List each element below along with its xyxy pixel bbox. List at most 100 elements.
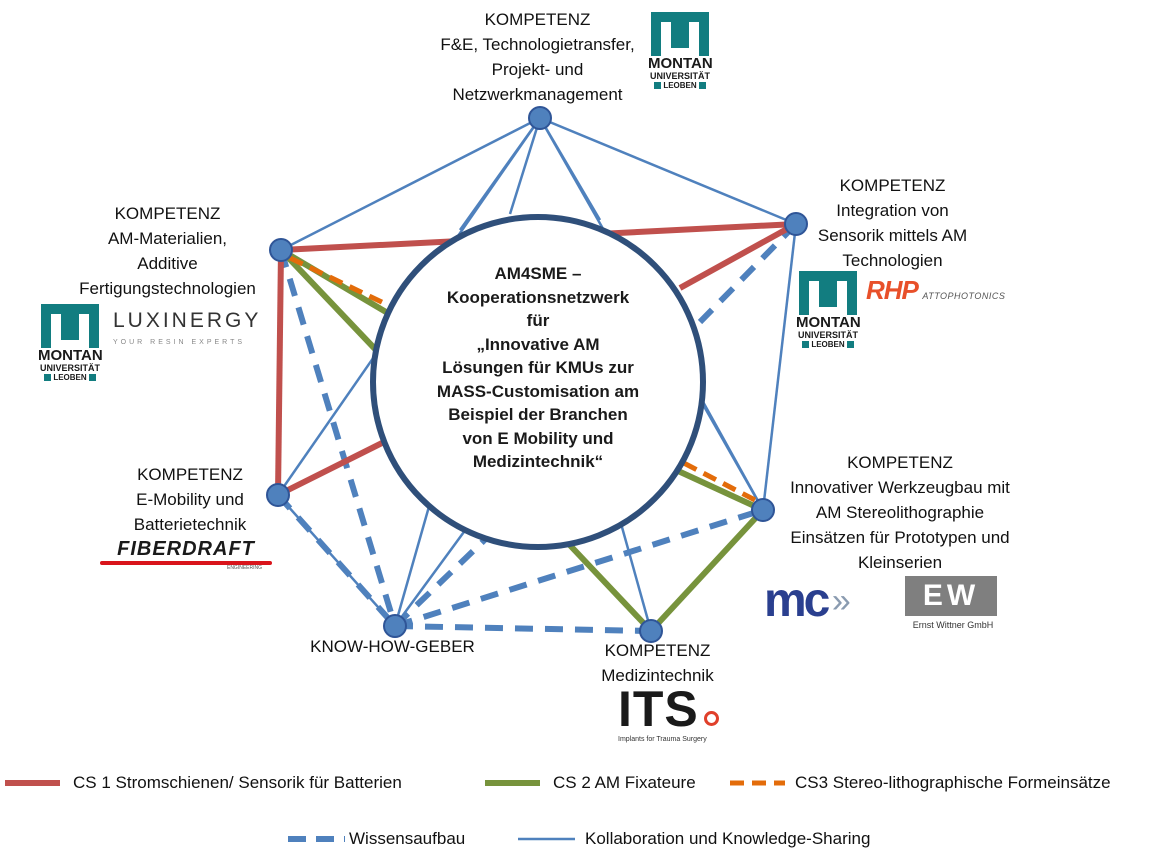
cs3-left-center bbox=[288, 255, 392, 309]
label-left-3: Additive bbox=[137, 254, 198, 273]
label-top-1: KOMPETENZ bbox=[484, 10, 591, 29]
node-right bbox=[784, 212, 808, 236]
dash-know-center bbox=[392, 527, 498, 629]
node-left bbox=[269, 238, 293, 262]
center-line-3: für bbox=[526, 311, 550, 330]
center-title: AM4SME – Kooperationsnetzwerk für „Innov… bbox=[393, 262, 683, 474]
label-right-3: Sensorik mittels AM bbox=[817, 226, 968, 245]
label-right-1: KOMPETENZ bbox=[839, 176, 946, 195]
cs3-lines bbox=[288, 255, 757, 503]
center-line-4: „Innovative AM bbox=[476, 334, 600, 354]
node-emob bbox=[266, 483, 290, 507]
montan-logo-name: MONTAN bbox=[796, 314, 861, 331]
cs1-right-center bbox=[678, 221, 798, 291]
label-top: KOMPETENZ F&E, Technologietransfer, Proj… bbox=[400, 7, 675, 107]
montan-logo-left: MONTAN UNIVERSITÄT LEOBEN bbox=[38, 304, 103, 383]
legend-samples bbox=[5, 780, 785, 842]
label-werkzeug-4: Einsätzen für Prototypen und bbox=[790, 528, 1010, 547]
label-right: KOMPETENZ Integration von Sensorik mitte… bbox=[795, 173, 990, 273]
dash-know-medizin bbox=[394, 623, 652, 634]
ew-sub: Ernst Wittner GmbH bbox=[912, 620, 994, 630]
rhp-logo: RHP ATTOPHOTONICS bbox=[866, 276, 1036, 304]
label-emob: KOMPETENZ E-Mobility und Batterietechnik bbox=[100, 462, 280, 537]
center-circle bbox=[370, 214, 706, 550]
cs2-werkzeug-center bbox=[674, 467, 765, 513]
label-emob-2: E-Mobility und bbox=[136, 490, 244, 509]
label-werkzeug-2: Innovativer Werkzeugbau mit bbox=[790, 478, 1010, 497]
montan-logo-name: MONTAN bbox=[38, 347, 103, 364]
label-werkzeug-1: KOMPETENZ bbox=[847, 453, 953, 472]
label-top-3: Projekt- und bbox=[491, 60, 584, 79]
luxinergy-name: LUXINERGY bbox=[113, 309, 262, 332]
montan-logo-top: MONTAN UNIVERSITÄT LEOBEN bbox=[648, 12, 713, 91]
label-right-2: Integration von bbox=[836, 201, 949, 220]
edge-emob-know bbox=[277, 494, 396, 627]
mc-name: mc bbox=[764, 574, 830, 627]
edge-top-left bbox=[280, 116, 541, 252]
legend-wissen-label: Wissensaufbau bbox=[349, 829, 466, 848]
edge-top-center-3 bbox=[538, 117, 602, 221]
its-dot-icon bbox=[704, 711, 720, 726]
label-medizin-1: KOMPETENZ bbox=[604, 641, 711, 660]
montan-logo-right: MONTAN UNIVERSITÄT LEOBEN bbox=[796, 271, 861, 350]
cs1-emob-center bbox=[276, 437, 390, 498]
montan-logo-city: LEOBEN bbox=[38, 373, 102, 383]
its-name: ITS bbox=[618, 681, 699, 737]
label-left-2: AM-Materialien, bbox=[107, 229, 228, 248]
luxinergy-logo: LUXINERGY YOUR RESIN EXPERTS bbox=[113, 308, 273, 348]
label-emob-3: Batterietechnik bbox=[133, 515, 247, 534]
label-know: KNOW-HOW-GEBER bbox=[300, 634, 485, 659]
dash-left-know bbox=[278, 249, 398, 627]
fiberdraft-name: FIBERDRAFT bbox=[117, 538, 255, 560]
montan-logo-name: MONTAN bbox=[648, 55, 713, 72]
mc-arrow-icon: » bbox=[831, 582, 851, 620]
montan-logo-sub: UNIVERSITÄT bbox=[39, 363, 100, 373]
edge-top-center-1 bbox=[458, 117, 542, 231]
label-top-4: Netzwerkmanagement bbox=[452, 85, 623, 104]
label-left: KOMPETENZ AM-Materialien, Additive Ferti… bbox=[55, 201, 280, 301]
mc-logo: mc » bbox=[764, 577, 894, 625]
ew-name: EW bbox=[922, 579, 980, 612]
node-medizin bbox=[639, 619, 663, 643]
montan-logo-mark bbox=[799, 271, 857, 315]
legend-cs2-label: CS 2 AM Fixateure bbox=[553, 773, 696, 792]
node-werkzeug bbox=[751, 498, 775, 522]
label-werkzeug-3: AM Stereolithographie bbox=[815, 503, 985, 522]
wissensaufbau-lines bbox=[275, 221, 799, 634]
montan-logo-city: LEOBEN bbox=[648, 81, 712, 91]
label-right-4: Technologien bbox=[842, 251, 943, 270]
montan-logo-sub: UNIVERSITÄT bbox=[649, 71, 710, 81]
label-werkzeug-5: Kleinserien bbox=[857, 553, 943, 572]
cs2-left-center-b bbox=[278, 247, 379, 353]
montan-logo-sub: UNIVERSITÄT bbox=[797, 330, 858, 340]
its-sub: Implants for Trauma Surgery bbox=[618, 736, 707, 743]
label-werkzeug: KOMPETENZ Innovativer Werkzeugbau mit AM… bbox=[770, 450, 1030, 575]
center-line-8: von E Mobility und bbox=[462, 428, 614, 448]
montan-logo-mark bbox=[41, 304, 99, 348]
rhp-name: RHP bbox=[866, 275, 919, 305]
label-know-1: KNOW-HOW-GEBER bbox=[310, 637, 475, 656]
label-left-1: KOMPETENZ bbox=[114, 204, 221, 223]
label-top-2: F&E, Technologietransfer, bbox=[440, 35, 635, 54]
center-line-1: AM4SME – bbox=[494, 264, 582, 283]
nodes bbox=[266, 106, 808, 643]
its-logo: ITS Implants for Trauma Surgery bbox=[618, 684, 728, 744]
edge-know-center-a bbox=[393, 495, 434, 627]
node-know bbox=[383, 614, 407, 638]
ew-logo: EW Ernst Wittner GmbH bbox=[905, 576, 1001, 632]
fiberdraft-sub: ENGINEERING bbox=[226, 565, 262, 571]
label-medizin-2: Medizintechnik bbox=[601, 666, 714, 685]
label-medizin: KOMPETENZ Medizintechnik bbox=[575, 638, 740, 688]
center-line-7: Beispiel der Branchen bbox=[448, 405, 628, 424]
center-line-5: Lösungen für KMUs zur bbox=[442, 358, 634, 377]
cs1-left-emob bbox=[275, 249, 284, 496]
edge-werkzeug-medizin bbox=[700, 399, 765, 511]
fiberdraft-logo: FIBERDRAFT ENGINEERING bbox=[100, 538, 272, 571]
cs3-werkzeug-center bbox=[676, 457, 757, 503]
edge-top-right bbox=[539, 116, 797, 226]
edge-right-werkzeug bbox=[761, 223, 798, 511]
dash-right-center bbox=[697, 221, 799, 325]
cs2-werkzeug-medizin bbox=[648, 507, 766, 634]
montan-logo-mark bbox=[651, 12, 709, 56]
center-line-9: Medizintechnik“ bbox=[472, 452, 604, 471]
